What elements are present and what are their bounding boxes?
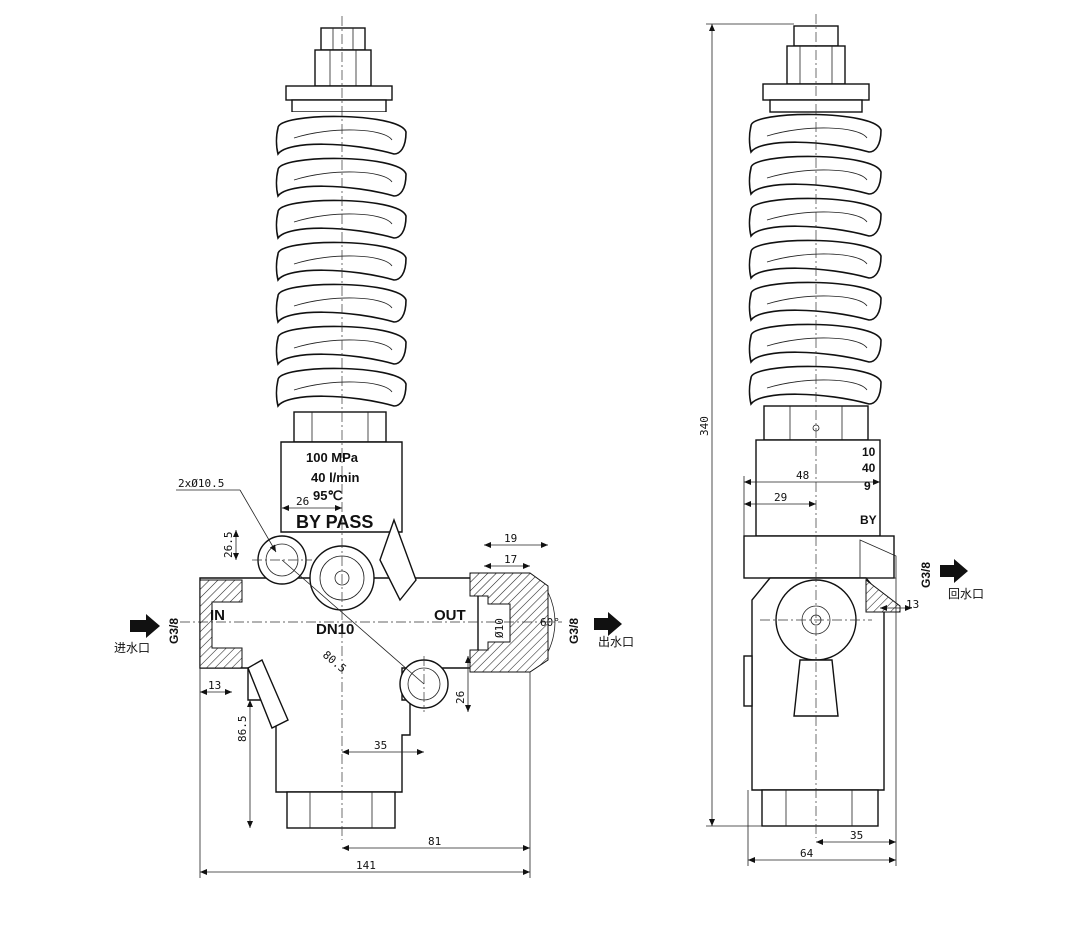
spring-coil bbox=[748, 323, 882, 364]
spring-coil-inner bbox=[766, 295, 868, 307]
dim-13-side: 13 bbox=[906, 598, 919, 611]
front-port-labels: G3/8 G3/8 进水口 出水口 bbox=[114, 612, 634, 655]
spring-coil-inner bbox=[293, 171, 393, 183]
spring-coil bbox=[275, 157, 407, 198]
side-dimensions: 340 48 29 13 35 64 bbox=[698, 23, 919, 866]
front-label-block: 100 MPa 40 l/min 95℃ BY PASS bbox=[280, 441, 403, 533]
spring-coil-inner bbox=[766, 127, 868, 139]
outlet-label: 出水口 bbox=[598, 635, 634, 649]
dim-60deg: 60° bbox=[540, 616, 560, 629]
arrow-right-icon bbox=[594, 612, 622, 636]
spring-coil bbox=[748, 113, 882, 154]
bore-label: DN10 bbox=[316, 621, 354, 638]
spring-coil-inner bbox=[766, 253, 868, 265]
dim-19: 19 bbox=[504, 532, 517, 545]
front-top-nut bbox=[285, 27, 393, 113]
spring-coil-inner bbox=[293, 381, 393, 393]
spring-coil bbox=[275, 241, 407, 282]
bypass-title: BY PASS bbox=[296, 512, 373, 532]
hole-callout: 2xØ10.5 bbox=[178, 477, 224, 490]
thread-out: G3/8 bbox=[567, 618, 581, 644]
front-spring-seat bbox=[293, 411, 387, 443]
return-label: 回水口 bbox=[948, 587, 984, 601]
dim-81: 81 bbox=[428, 835, 441, 848]
port-out-label: OUT bbox=[434, 607, 466, 624]
spring-coil-inner bbox=[293, 297, 393, 309]
spring-coil bbox=[748, 239, 882, 280]
inlet-label: 进水口 bbox=[114, 641, 150, 655]
front-valve-body: IN OUT DN10 bbox=[199, 517, 549, 829]
spec-temp: 95℃ bbox=[313, 488, 342, 503]
dim-64: 64 bbox=[800, 847, 814, 860]
dim-26-right: 26 bbox=[454, 691, 467, 704]
dim-26-5: 26.5 bbox=[222, 532, 235, 559]
front-spring bbox=[275, 112, 407, 412]
dim-86-5: 86.5 bbox=[236, 716, 249, 743]
arrow-right-icon bbox=[940, 559, 968, 583]
port-in-label: IN bbox=[210, 607, 225, 624]
dim-17: 17 bbox=[504, 553, 517, 566]
spring-coil-inner bbox=[293, 339, 393, 351]
side-port-labels: G3/8 回水口 bbox=[919, 559, 984, 601]
dim-d10: Ø10 bbox=[493, 618, 506, 638]
side-cut-text-1: 10 bbox=[862, 445, 876, 459]
spring-coil-inner bbox=[293, 213, 393, 225]
dim-141: 141 bbox=[356, 859, 376, 872]
side-thread: G3/8 bbox=[919, 562, 933, 588]
dim-13-front: 13 bbox=[208, 679, 221, 692]
spring-coil bbox=[275, 367, 407, 408]
spring-coil-inner bbox=[293, 129, 393, 141]
spec-flow: 40 l/min bbox=[311, 470, 359, 485]
dim-340: 340 bbox=[698, 416, 711, 436]
side-valve-body: 10 40 9 BY bbox=[743, 439, 901, 827]
spring-coil-inner bbox=[293, 255, 393, 267]
dim-35-front: 35 bbox=[374, 739, 387, 752]
spring-coil-inner bbox=[766, 379, 868, 391]
spring-coil bbox=[748, 365, 882, 406]
spring-coil bbox=[275, 199, 407, 240]
spring-coil bbox=[748, 281, 882, 322]
dim-26-top: 26 bbox=[296, 495, 309, 508]
arrow-right-icon bbox=[130, 614, 160, 638]
dim-29: 29 bbox=[774, 491, 787, 504]
spring-coil bbox=[748, 155, 882, 196]
dim-35-side: 35 bbox=[850, 829, 863, 842]
spring-coil-inner bbox=[766, 211, 868, 223]
side-cut-text-3: 9 bbox=[864, 479, 871, 493]
side-centerlines bbox=[760, 14, 872, 838]
side-cut-text-4: BY bbox=[860, 513, 877, 527]
spring-coil bbox=[275, 115, 407, 156]
spring-coil bbox=[275, 325, 407, 366]
side-spring bbox=[748, 113, 882, 406]
spring-coil bbox=[748, 197, 882, 238]
spring-coil-inner bbox=[766, 169, 868, 181]
side-view: 10 40 9 BY 340 48 29 13 35 64 bbox=[698, 14, 984, 866]
front-view: 100 MPa 40 l/min 95℃ BY PASS bbox=[114, 16, 634, 878]
thread-in: G3/8 bbox=[167, 618, 181, 644]
side-cut-text-2: 40 bbox=[862, 461, 876, 475]
spring-coil bbox=[275, 283, 407, 324]
front-dimensions: 2xØ10.5 26 26.5 19 17 Ø10 60° 80.5 13 bbox=[176, 477, 560, 878]
dim-48: 48 bbox=[796, 469, 809, 482]
spec-pressure: 100 MPa bbox=[306, 450, 359, 465]
spring-coil-inner bbox=[766, 337, 868, 349]
